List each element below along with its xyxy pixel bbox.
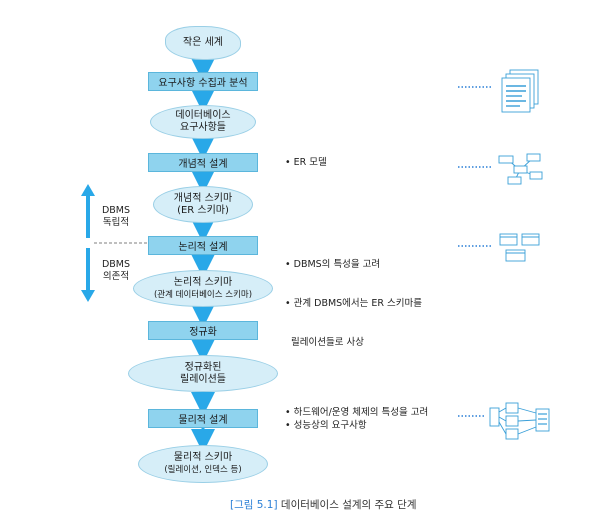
figure-caption: [그림 5.1] 데이터베이스 설계의 주요 단계 — [230, 497, 417, 512]
output-line1: 물리적 스키마 — [173, 452, 233, 463]
step-normalization: 정규화 — [148, 321, 258, 340]
side-line: DBMS — [101, 205, 131, 216]
side-line: DBMS — [101, 259, 131, 270]
note-physical: • 하드웨어/운영 체제의 특성을 고려 • 성능상의 요구사항 — [285, 406, 428, 432]
note-line: • 하드웨어/운영 체제의 특성을 고려 — [285, 407, 429, 418]
side-line: 의존적 — [102, 271, 130, 282]
relation-tables-icon — [499, 233, 540, 262]
output-logical-schema: 논리적 스키마 (관계 데이터베이스 스키마) — [133, 270, 273, 307]
step-label: 논리적 설계 — [178, 242, 228, 253]
output-line2: (ER 스키마) — [177, 204, 229, 216]
start-label: 작은 세계 — [183, 37, 223, 48]
output-line2: (관계 데이터베이스 스키마) — [153, 289, 253, 300]
step-logical-design: 논리적 설계 — [148, 236, 258, 255]
step-requirements-analysis: 요구사항 수집과 분석 — [148, 72, 258, 91]
step-label: 요구사항 수집과 분석 — [158, 78, 248, 89]
note-line: • ER 모델 — [285, 157, 327, 168]
label-dbms-dependent: DBMS 의존적 — [96, 259, 136, 283]
output-normalized-relations: 정규화된 릴레이션들 — [128, 355, 278, 392]
dbms-independent-arrow — [81, 184, 95, 238]
index-structure-icon — [489, 402, 550, 440]
document-stack-icon — [501, 69, 539, 113]
side-line: 독립적 — [102, 217, 130, 228]
step-label: 물리적 설계 — [178, 415, 228, 426]
start-node: 작은 세계 — [165, 26, 241, 60]
dbms-dependent-arrow — [81, 248, 95, 302]
output-line1: 데이터베이스 — [175, 110, 231, 121]
output-conceptual-schema: 개념적 스키마 (ER 스키마) — [153, 186, 253, 223]
output-line1: 논리적 스키마 — [173, 276, 233, 288]
note-logical: • DBMS의 특성을 고려 • 관계 DBMS에서는 ER 스키마를 릴레이션… — [285, 232, 422, 362]
output-line1: 정규화된 — [184, 361, 222, 373]
note-line: • 관계 DBMS에서는 ER 스키마를 — [285, 298, 423, 309]
output-line2: (릴레이션, 인덱스 등) — [164, 465, 242, 475]
note-conceptual: • ER 모델 — [285, 156, 327, 169]
note-line: • 성능상의 요구사항 — [285, 420, 367, 431]
step-conceptual-design: 개념적 설계 — [148, 153, 258, 172]
leader-lines — [458, 86, 492, 417]
note-line: • DBMS의 특성을 고려 — [285, 259, 381, 270]
step-physical-design: 물리적 설계 — [148, 409, 258, 428]
figure-number: [그림 5.1] — [230, 499, 278, 511]
output-line2: 릴레이션들 — [180, 373, 226, 385]
figure-title: 데이터베이스 설계의 주요 단계 — [280, 499, 417, 511]
note-line: 릴레이션들로 사상 — [285, 337, 364, 348]
output-db-requirements: 데이터베이스 요구사항들 — [150, 105, 256, 139]
step-label: 개념적 설계 — [178, 159, 228, 170]
er-diagram-icon — [498, 153, 543, 185]
step-label: 정규화 — [189, 327, 217, 338]
output-line2: 요구사항들 — [180, 122, 226, 133]
label-dbms-independent: DBMS 독립적 — [96, 205, 136, 229]
output-physical-schema: 물리적 스키마 (릴레이션, 인덱스 등) — [138, 445, 268, 483]
output-line1: 개념적 스키마 — [173, 192, 233, 204]
